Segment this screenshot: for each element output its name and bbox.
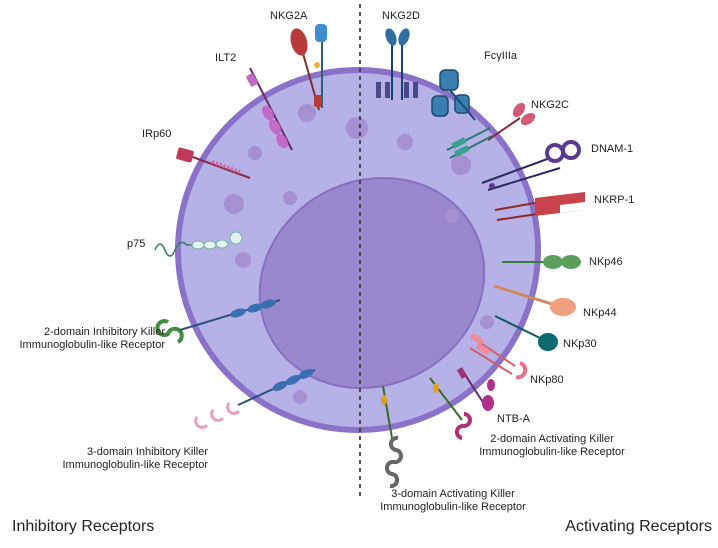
nkg2a-receptor [290, 24, 327, 111]
fcgr3a-receptor [431, 69, 476, 121]
nkg2a-label: NKG2A [270, 10, 308, 22]
ilt2-label: ILT2 [215, 52, 237, 64]
kir2d-inhibitory-label: 2-domain Inhibitory Killer Immunoglobuli… [19, 326, 165, 351]
kir3d-activating-label: 3-domain Activating Killer Immunoglobuli… [380, 488, 526, 513]
kir2d-inhibitory-receptor [155, 299, 281, 344]
inhibitory-section-title: Inhibitory Receptors [12, 518, 155, 535]
p75-receptor [154, 231, 243, 257]
nkg2c-receptor [487, 102, 536, 141]
adaptor-pair [446, 127, 493, 159]
kir3d-activating-receptor [381, 385, 404, 489]
nkp80-receptor [469, 333, 528, 380]
nkp30-receptor [494, 315, 558, 351]
ntba-label: NTB-A [497, 413, 530, 425]
nkrp1-label: NKRP-1 [594, 194, 635, 206]
kir2d-activating-label: 2-domain Activating Killer Immunoglobuli… [479, 433, 625, 458]
irp60-label: IRp60 [142, 128, 172, 140]
vesicles [224, 104, 494, 404]
nkp44-label: NKp44 [583, 307, 617, 319]
nkrp1-receptor [494, 192, 585, 221]
kir3d-inhibitory-label: 3-domain Inhibitory Killer Immunoglobuli… [62, 446, 208, 471]
nkp46-receptor [502, 255, 581, 269]
kir3d-inhibitory-receptor [194, 369, 316, 429]
nkg2c-label: NKG2C [531, 99, 569, 111]
nkp80-label: NKp80 [530, 374, 564, 386]
ilt2-receptor [246, 67, 293, 151]
activating-section-title: Activating Receptors [565, 518, 712, 535]
ntba-receptor [456, 367, 495, 411]
dnam1-receptor [481, 140, 581, 191]
dnam1-label: DNAM-1 [591, 143, 634, 155]
fcgr3a-label: FcγIIIa [484, 50, 518, 62]
nkg2d-label: NKG2D [382, 10, 420, 22]
nkp30-label: NKp30 [563, 338, 597, 350]
nkp44-receptor [493, 284, 576, 316]
p75-label: p75 [127, 238, 146, 250]
kir2d-activating-receptor [429, 377, 472, 440]
nucleus [258, 176, 486, 390]
nkg2d-receptor [376, 28, 418, 100]
nkp46-label: NKp46 [589, 256, 623, 268]
irp60-receptor [176, 147, 251, 179]
